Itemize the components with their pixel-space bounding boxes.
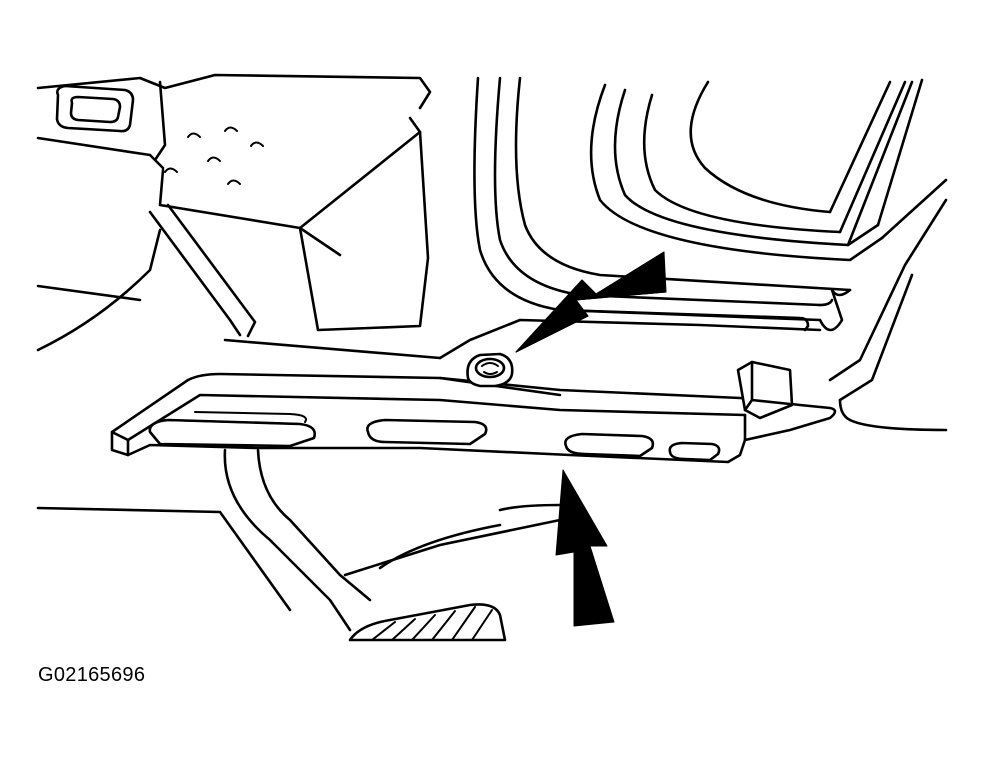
dash-panel (36, 73, 822, 360)
door-opening (473, 76, 948, 432)
mounting-holes (164, 126, 264, 185)
lower-trim-bracket (110, 360, 837, 464)
floor-pedal-area (36, 448, 562, 642)
pedal-pad (348, 603, 507, 642)
bracket-slots (148, 411, 721, 462)
arrow-icon (515, 251, 667, 353)
figure-id-label: G02165696 (38, 664, 146, 686)
arrow-icon (555, 469, 615, 627)
arrow-to-bracket (555, 469, 615, 627)
fastener-nut (466, 352, 514, 388)
